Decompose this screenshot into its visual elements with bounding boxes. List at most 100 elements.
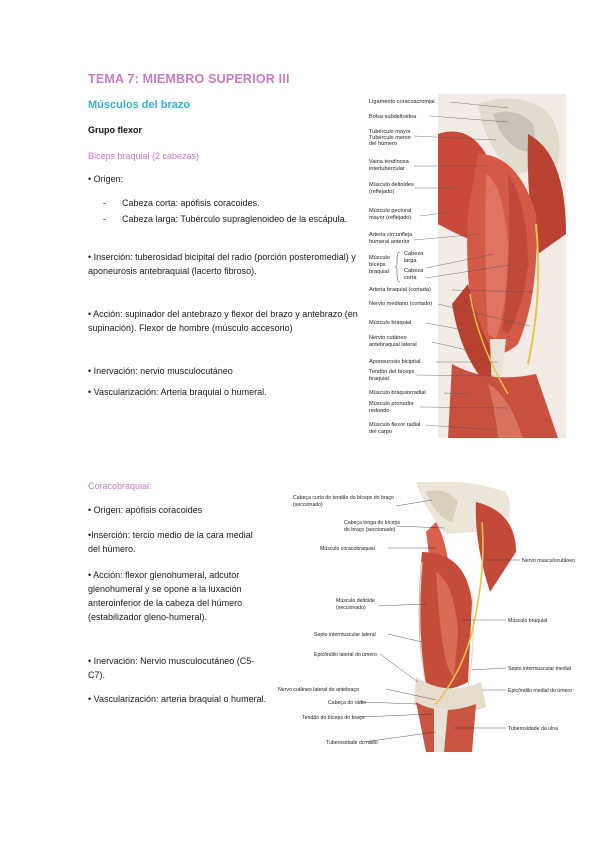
svg-text:Cabeza: Cabeza (404, 268, 424, 274)
fig1-label: Músculo braquiorradial (369, 390, 426, 396)
fig1-label: Cabeza (404, 268, 424, 274)
fig1-label: Cabeza (404, 251, 424, 257)
fig1-label: antebraquial lateral (369, 342, 417, 348)
biceps-illustration-svg: Ligamento coracoacromial Bolsa subdeltoi… (369, 94, 566, 438)
svg-text:Arteria circunfleja: Arteria circunfleja (369, 232, 413, 238)
fig1-label: Músculo (369, 255, 390, 261)
svg-text:Cabeça longa do bíceps: Cabeça longa do bíceps (344, 520, 400, 526)
fig1-label: braquial (369, 376, 389, 382)
svg-text:del húmero: del húmero (369, 141, 397, 147)
svg-text:Músculo braquiorradial: Músculo braquiorradial (369, 390, 426, 396)
svg-text:(seccionado): (seccionado) (336, 605, 366, 611)
biceps-insertion: • Inserción: tuberosidad bicipital del r… (88, 252, 356, 276)
biceps-origin-label: • Origen: (88, 174, 124, 184)
svg-text:braquial: braquial (369, 269, 389, 275)
origin-item-dash: - (103, 198, 106, 208)
svg-text:Músculo pronador: Músculo pronador (369, 401, 414, 407)
fig2-label: (seccionado) (293, 502, 323, 508)
svg-text:do braço (seccionado): do braço (seccionado) (344, 527, 396, 533)
fig1-label: larga (404, 258, 417, 264)
svg-text:corta: corta (404, 275, 417, 281)
fig1-label: intertubercular (369, 166, 405, 172)
svg-text:Nervo musculocutâneo: Nervo musculocutâneo (522, 558, 575, 564)
svg-text:Tubérculo mayor: Tubérculo mayor (369, 129, 411, 135)
coracobraquial-illustration: Cabeça curta do tendão do bíceps do braç… (276, 482, 590, 752)
svg-text:Tendão do bíceps do braço: Tendão do bíceps do braço (302, 715, 365, 721)
svg-text:Ligamento coracoacromial: Ligamento coracoacromial (369, 99, 435, 105)
fig1-label: Músculo braquial (369, 320, 411, 326)
fig2-label: Epicôndilo medial do úmero (508, 688, 572, 694)
fig1-label: Tubérculo mayor (369, 129, 411, 135)
svg-text:Músculo coracobraquial: Músculo coracobraquial (320, 546, 375, 552)
fig1-label: del carpo (369, 429, 392, 435)
biceps-action: • Acción: supinador del antebrazo y flex… (88, 309, 358, 333)
svg-text:humeral anterior: humeral anterior (369, 239, 410, 245)
fig1-label: Tubérculo menor (369, 135, 411, 141)
fig2-label: Cabeça curta do tendão do bíceps do braç… (293, 495, 394, 501)
svg-text:Epicôndilo lateral do úmero: Epicôndilo lateral do úmero (314, 652, 377, 658)
svg-text:larga: larga (404, 258, 417, 264)
fig2-label: Cabeça longa do bíceps (344, 520, 400, 526)
fig1-label: (reflejado) (369, 189, 394, 195)
fig1-label: bíceps (369, 262, 386, 268)
fig2-label: Septo intermuscular lateral (314, 632, 376, 638)
coracobraquial-origin: • Origen: apófisis coracoides (88, 505, 203, 515)
fig1-label: Músculo flexor radial (369, 422, 420, 428)
section-heading: Músculos del brazo (88, 99, 191, 111)
fig1-label: Arteria circunfleja (369, 232, 413, 238)
origin-item-dash: - (103, 214, 106, 224)
fig1-label: Bolsa subdeltoidea (369, 114, 417, 120)
fig1-label: humeral anterior (369, 239, 410, 245)
svg-text:Cabeza: Cabeza (404, 251, 424, 257)
svg-text:redondo: redondo (369, 408, 390, 414)
fig1-label: braquial (369, 269, 389, 275)
coracobraquial-insertion: •Inserción: tercio medio de la cara medi… (88, 530, 253, 554)
svg-text:Músculo pectoral: Músculo pectoral (369, 208, 411, 214)
svg-text:Músculo flexor radial: Músculo flexor radial (369, 422, 420, 428)
fig1-label: Arteria braquial (cortada) (369, 287, 431, 293)
fig2-label: Tendão do bíceps do braço (302, 715, 365, 721)
fig2-label: Epicôndilo lateral do úmero (314, 652, 377, 658)
fig1-label: mayor (reflejado) (369, 215, 411, 221)
svg-text:del carpo: del carpo (369, 429, 392, 435)
coracobraquial-action: • Acción: flexor glenohumeral, adcutor g… (88, 570, 243, 622)
group-heading: Grupo flexor (88, 125, 143, 135)
fig2-label: Músculo coracobraquial (320, 546, 375, 552)
coracobraquial-innervation: • Inervación: Nervio musculocutáneo (C5-… (88, 656, 255, 680)
svg-text:Tuberosidade do rádio: Tuberosidade do rádio (326, 740, 378, 746)
fig1-label: corta (404, 275, 417, 281)
svg-text:Músculo deltoides: Músculo deltoides (369, 182, 414, 188)
svg-text:Tuberosidade da ulna: Tuberosidade da ulna (508, 726, 558, 732)
svg-text:Tendón del bíceps: Tendón del bíceps (369, 369, 415, 375)
biceps-illustration: Ligamento coracoacromial Bolsa subdeltoi… (368, 94, 566, 438)
svg-text:Músculo: Músculo (369, 255, 390, 261)
coracobraquial-vascularization: • Vascularización: arteria braquial o hu… (88, 694, 267, 704)
fig1-label: Vaina tendinosa (369, 159, 410, 165)
fig2-label: Tuberosidade do rádio (326, 740, 378, 746)
svg-text:Septo intermuscular lateral: Septo intermuscular lateral (314, 632, 376, 638)
svg-text:Cabeça curta do tendão do bíce: Cabeça curta do tendão do bíceps do braç… (293, 495, 394, 501)
fig1-label: Nervio mediano (cortado) (369, 301, 432, 307)
fig2-label: Septo intermuscular medial (508, 666, 571, 672)
fig1-label: Músculo deltoides (369, 182, 414, 188)
fig1-label: Aponeurosis bicipital (369, 359, 420, 365)
svg-text:Nervo cutâneo lateral do anteb: Nervo cutâneo lateral do antebraço (278, 687, 359, 693)
fig1-label: Ligamento coracoacromial (369, 99, 435, 105)
svg-text:Músculo braquial: Músculo braquial (369, 320, 411, 326)
svg-text:Epicôndilo medial do úmero: Epicôndilo medial do úmero (508, 688, 572, 694)
fig2-label: Nervo musculocutâneo (522, 558, 575, 564)
page-title: TEMA 7: MIEMBRO SUPERIOR III (88, 72, 290, 86)
fig2-label: Cabeça do rádio (328, 700, 366, 706)
svg-text:intertubercular: intertubercular (369, 166, 405, 172)
svg-text:Nervio cutáneo: Nervio cutáneo (369, 335, 407, 341)
svg-text:Cabeça do rádio: Cabeça do rádio (328, 700, 366, 706)
fig1-label: Músculo pectoral (369, 208, 411, 214)
svg-text:braquial: braquial (369, 376, 389, 382)
fig2-label: Tuberosidade da ulna (508, 726, 558, 732)
origin-item-text: Cabeza corta: apófisis coracoides. (122, 198, 260, 208)
svg-text:antebraquial lateral: antebraquial lateral (369, 342, 417, 348)
fig1-label: del húmero (369, 141, 397, 147)
svg-text:mayor (reflejado): mayor (reflejado) (369, 215, 411, 221)
svg-text:Músculo braquial: Músculo braquial (508, 618, 547, 624)
svg-text:(seccionado): (seccionado) (293, 502, 323, 508)
